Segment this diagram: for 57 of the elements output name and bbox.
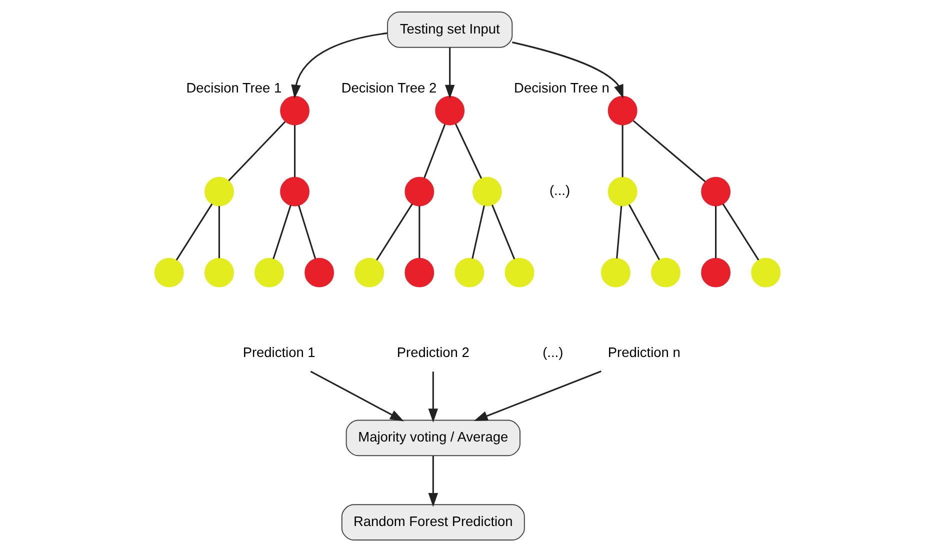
label: (...)	[548, 183, 570, 198]
connector	[228, 121, 286, 182]
node-circle	[607, 96, 637, 126]
node-circle	[404, 176, 434, 206]
connector	[632, 120, 706, 182]
node-circle	[434, 96, 464, 126]
node-circle	[404, 258, 434, 288]
node-circle	[204, 176, 234, 206]
node-label: Decision Tree 1	[186, 80, 282, 96]
node-circle	[280, 176, 309, 206]
connector	[272, 205, 291, 260]
connector	[218, 206, 220, 258]
arrow	[428, 372, 438, 423]
arrow	[310, 370, 404, 422]
node-circle	[650, 258, 680, 288]
connector	[714, 206, 716, 258]
arrow	[473, 370, 601, 422]
node-circle	[700, 258, 730, 288]
node-text: Prediction n	[607, 345, 680, 360]
connector	[293, 125, 296, 178]
node-circle	[154, 258, 184, 288]
node-box: Testing set Input	[386, 12, 512, 48]
node-circle	[472, 176, 502, 206]
arrow	[512, 42, 623, 99]
arrow	[444, 47, 454, 99]
node-circle	[354, 258, 384, 288]
node-circle	[454, 258, 484, 288]
connector	[423, 124, 446, 178]
node-box: Random Forest Prediction	[340, 504, 524, 540]
node-circle	[600, 258, 630, 288]
node-circle	[504, 258, 534, 288]
node-circle	[750, 258, 780, 288]
connector	[297, 205, 316, 259]
connector	[621, 125, 623, 178]
node-circle	[304, 258, 334, 288]
node-circle	[280, 96, 309, 126]
arrow	[290, 32, 387, 99]
node-text: Prediction 1	[242, 345, 315, 360]
node-label: Decision Tree n	[514, 80, 609, 96]
connector	[490, 204, 515, 260]
node-circle	[607, 176, 637, 206]
node-circle	[204, 258, 234, 288]
arrow	[428, 456, 438, 507]
node-text: Prediction 2	[396, 345, 469, 360]
connector	[722, 203, 759, 260]
connector	[471, 205, 484, 259]
connector	[418, 206, 420, 258]
connector	[616, 206, 622, 258]
connector	[175, 203, 212, 260]
node-box: Majority voting / Average	[345, 420, 520, 456]
connector	[454, 124, 482, 179]
node-circle	[700, 176, 730, 206]
node-label: Decision Tree 2	[340, 80, 436, 96]
label: (...)	[542, 345, 563, 360]
connector	[376, 203, 412, 260]
node-circle	[254, 258, 284, 288]
connector	[628, 204, 660, 260]
